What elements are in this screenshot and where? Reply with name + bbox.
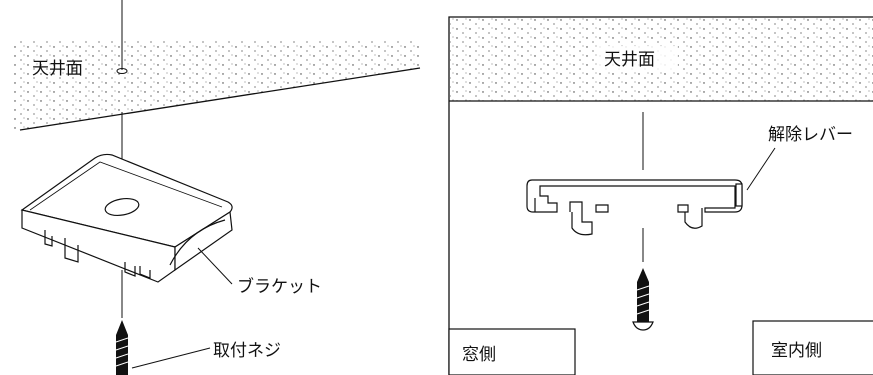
- ceiling-edge-line: [19, 67, 421, 131]
- right-panel: 天井面 解除レバー 窓側 室内側: [448, 16, 873, 375]
- screw-hole-icon: [116, 68, 128, 74]
- bracket-3d-icon: [20, 153, 233, 283]
- lever-leader-line: [746, 147, 776, 191]
- window-side-label: 窓側: [462, 345, 496, 365]
- screw-label: 取付ネジ: [213, 341, 281, 361]
- indoor-side-box: [752, 320, 873, 375]
- left-panel: 天井面 ブラケット: [12, 0, 421, 375]
- screw-leader-line: [131, 347, 211, 369]
- bracket-side-icon: [526, 179, 743, 236]
- screw-icon: [632, 268, 654, 331]
- bracket-leader-line: [197, 247, 233, 285]
- release-lever-label: 解除レバー: [768, 125, 853, 145]
- window-side-box: [448, 328, 576, 375]
- right-panel-frame: [448, 16, 873, 375]
- ceiling-label: 天井面: [32, 59, 83, 79]
- bracket-label: ブラケット: [237, 276, 322, 297]
- indoor-side-label: 室内側: [771, 341, 822, 361]
- ceiling-label: 天井面: [604, 50, 655, 70]
- ceiling-texture: [12, 40, 420, 130]
- screw-icon: [115, 320, 129, 375]
